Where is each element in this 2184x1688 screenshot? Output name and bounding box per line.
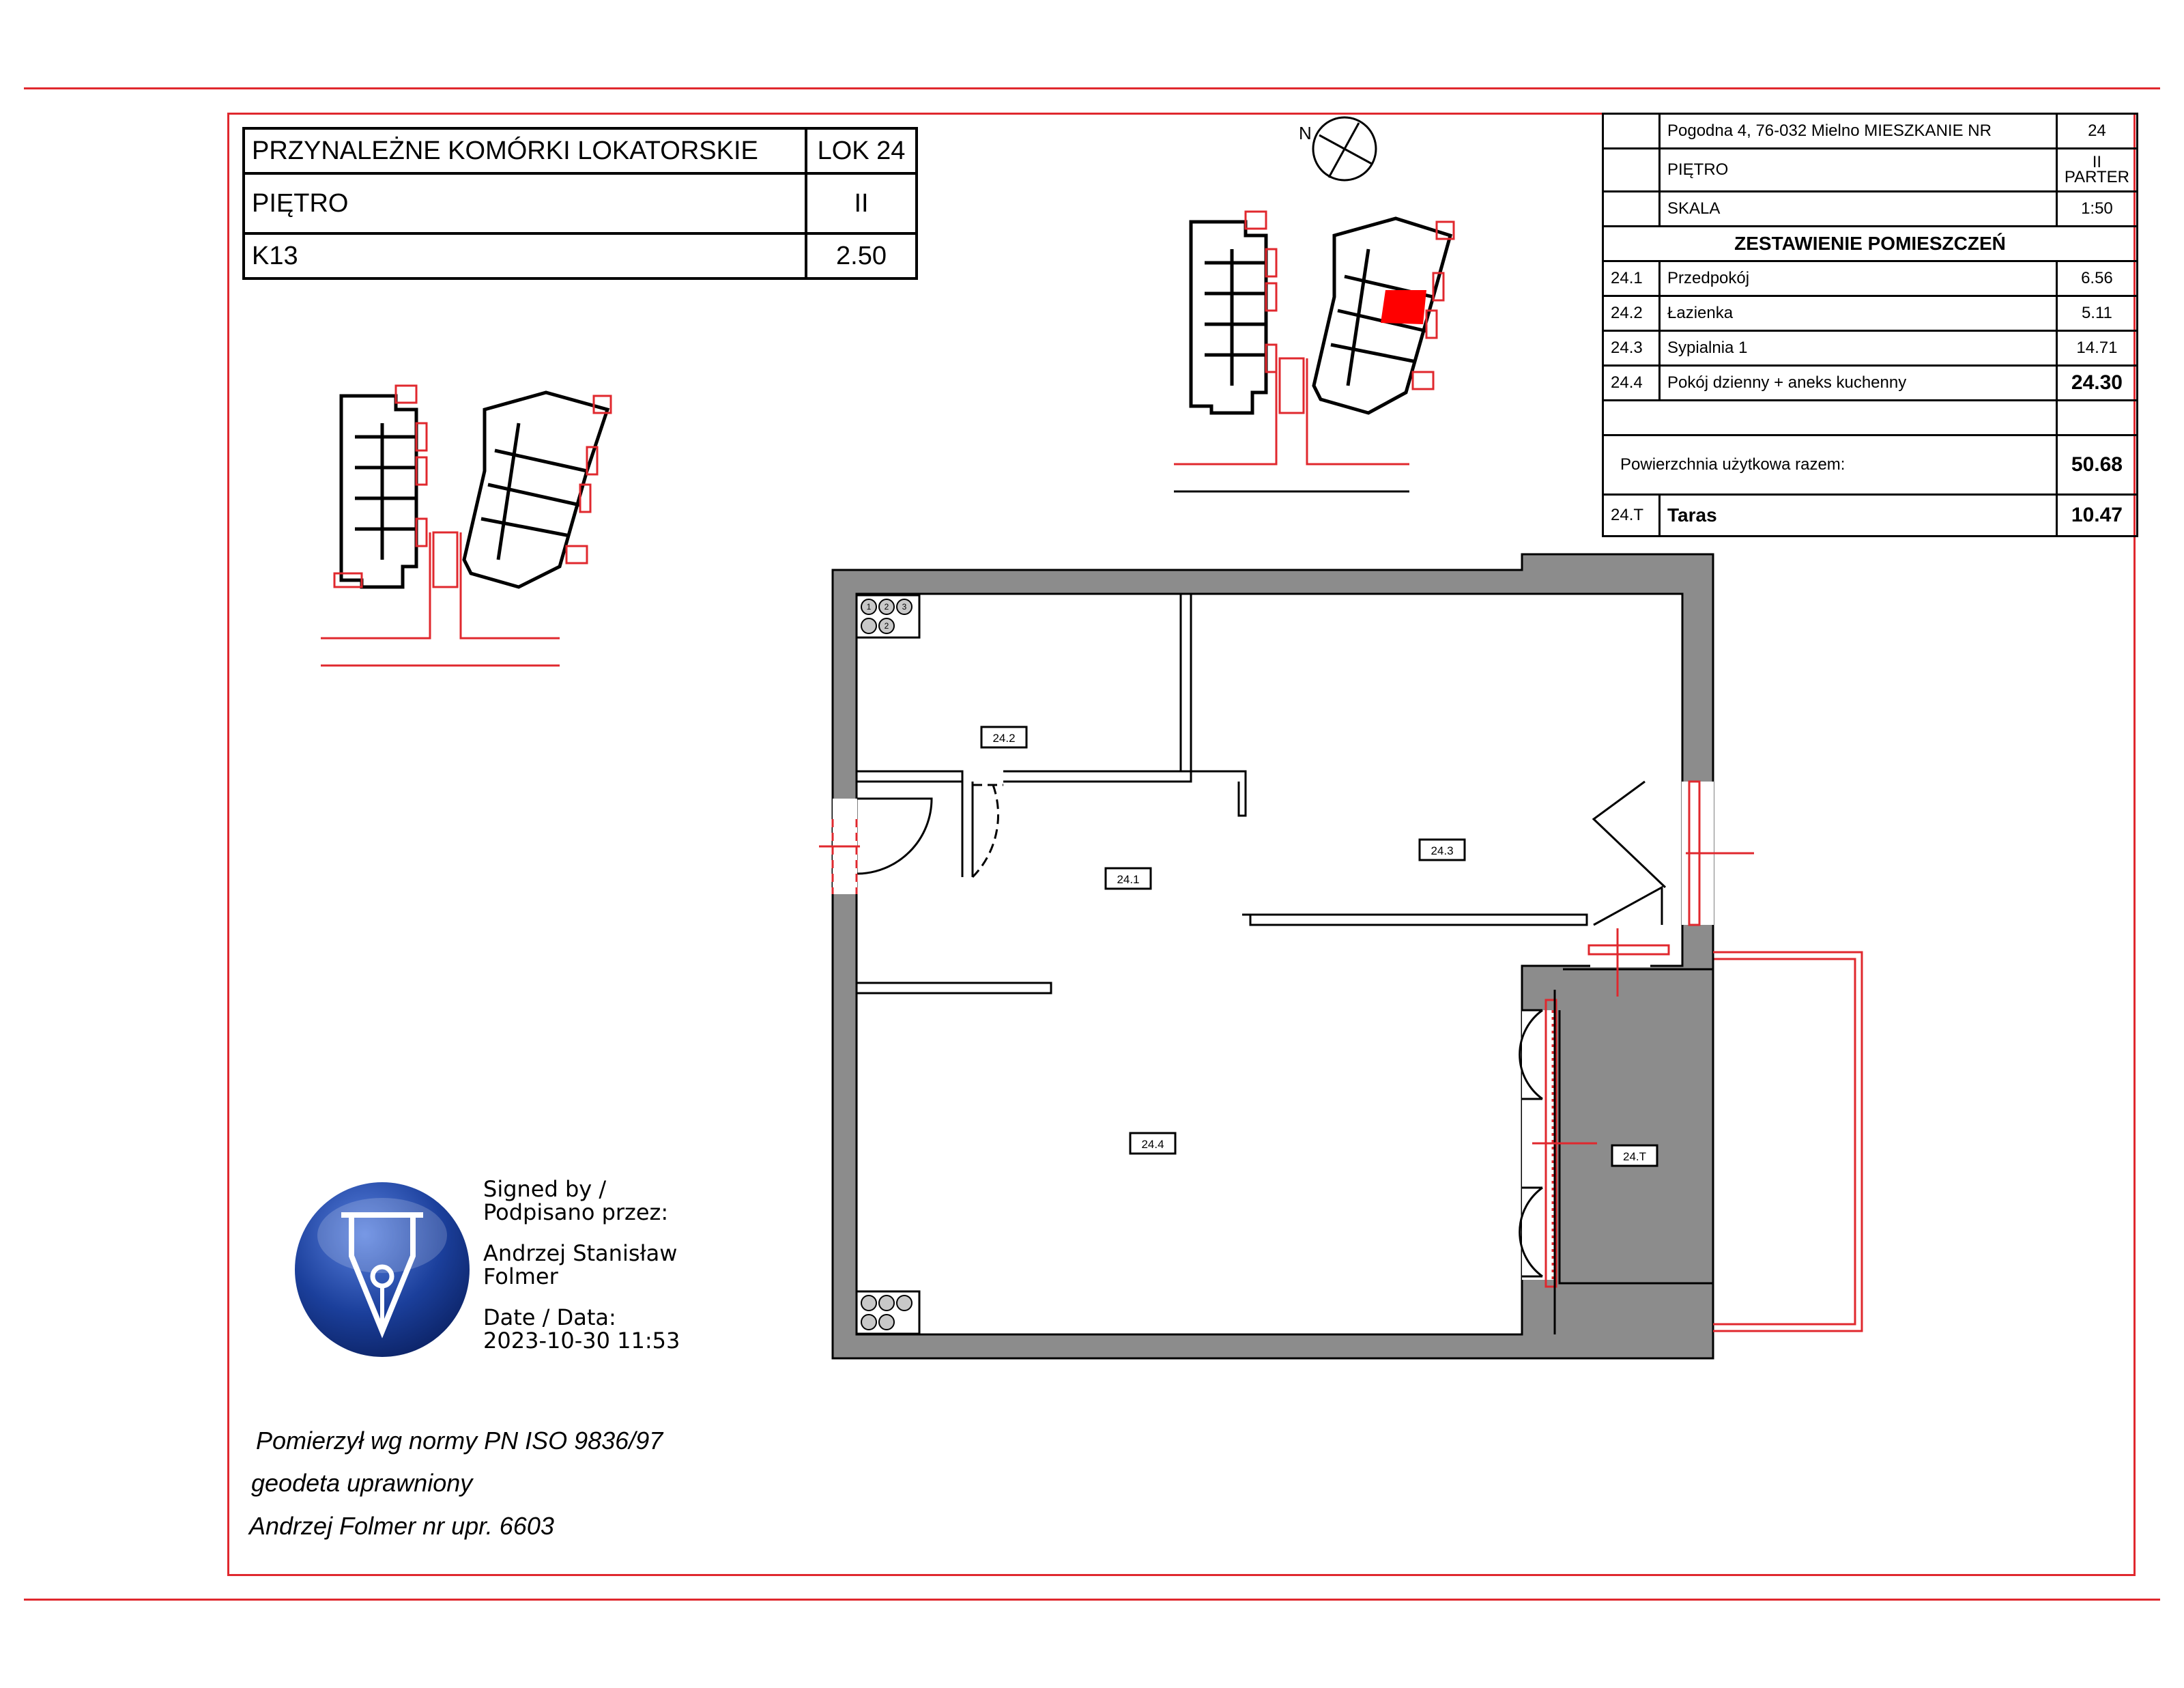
room-schedule-table: Pogodna 4, 76-032 Mielno MIESZKANIE NR 2… (1602, 113, 2139, 537)
scale-label: SKALA (1658, 190, 2058, 227)
info-empty-cell (1602, 147, 1661, 192)
drawing-frame (227, 113, 2136, 1576)
total-value: 50.68 (2055, 434, 2139, 496)
signed-by-label: Signed by / (483, 1176, 607, 1202)
date-label: Date / Data: (483, 1304, 616, 1330)
room-area: 14.71 (2055, 330, 2139, 367)
room-name: Łazienka (1658, 295, 2058, 332)
storage-header-unit: LOK 24 (805, 127, 918, 175)
floor-value: II PARTER (2055, 147, 2139, 192)
room-number: 24.1 (1602, 260, 1661, 297)
room-area: 6.56 (2055, 260, 2139, 297)
room-area: 24.30 (2055, 364, 2139, 401)
room-row: 24.1 Przedpokój 6.56 (1602, 260, 2139, 297)
signed-by-label-pl: Podpisano przez: (483, 1199, 669, 1225)
signer-name-2: Folmer (483, 1263, 558, 1289)
room-name: Sypialnia 1 (1658, 330, 2058, 367)
scale-value: 1:50 (2055, 190, 2139, 227)
compass: N (1293, 115, 1389, 190)
site-plan-top (1174, 210, 1455, 493)
room-label-24-3: 24.3 (1431, 844, 1453, 857)
address-label: Pogodna 4, 76-032 Mielno MIESZKANIE NR (1658, 113, 2058, 149)
hob-icon-bottom (855, 1290, 921, 1335)
hob-icon-top (855, 594, 921, 639)
top-border-line (24, 87, 2160, 89)
highlighted-unit (1381, 290, 1426, 324)
floor-label: PIĘTRO (1658, 147, 2058, 192)
storage-cell-value: 2.50 (805, 232, 918, 280)
signature-seal-icon (290, 1177, 474, 1362)
floor-value-1: II (2092, 153, 2102, 171)
room-label-24-t: 24.T (1623, 1150, 1646, 1163)
hob-number: 3 (902, 602, 907, 612)
room-row: 24.2 Łazienka 5.11 (1602, 295, 2139, 332)
room-row: 24.3 Sypialnia 1 14.71 (1602, 330, 2139, 367)
room-name: Pokój dzienny + aneks kuchenny (1658, 364, 2058, 401)
floor-value-2: PARTER (2064, 168, 2129, 186)
info-empty-cell (2055, 399, 2139, 436)
apartment-number: 24 (2055, 113, 2139, 149)
date-value: 2023-10-30 11:53 (483, 1328, 680, 1354)
schedule-heading: ZESTAWIENIE POMIESZCZEŃ (1602, 225, 2138, 262)
room-number: 24.2 (1602, 295, 1661, 332)
room-label-24-1: 24.1 (1117, 873, 1139, 886)
room-number: 24.3 (1602, 330, 1661, 367)
terrace-number: 24.T (1602, 493, 1661, 537)
total-label: Powierzchnia użytkowa razem: (1602, 434, 2058, 496)
hob-number: 1 (867, 602, 872, 612)
info-empty-cell (1602, 399, 2058, 436)
hob-number: 2 (885, 621, 889, 631)
compass-rose-icon (1312, 116, 1377, 182)
floor-plan: 2 3 1 2 24.2 24.1 24.3 24.4 24.T (819, 553, 1863, 1360)
signer-name-1: Andrzej Stanisław (483, 1240, 678, 1266)
info-empty-cell (1602, 113, 1661, 149)
storage-cell-label: K13 (242, 232, 807, 280)
bottom-border-line (24, 1599, 2160, 1601)
room-label-24-2: 24.2 (992, 732, 1015, 745)
terrace-area: 10.47 (2055, 493, 2139, 537)
storage-header-label: PRZYNALEŻNE KOMÓRKI LOKATORSKIE (242, 127, 807, 175)
storage-floor-label: PIĘTRO (242, 172, 807, 235)
room-row: 24.4 Pokój dzienny + aneks kuchenny 24.3… (1602, 364, 2139, 401)
room-label-24-4: 24.4 (1141, 1138, 1164, 1151)
info-empty-cell (1602, 190, 1661, 227)
room-area: 5.11 (2055, 295, 2139, 332)
surveyor-line-3: Andrzej Folmer nr upr. 6603 (249, 1512, 554, 1540)
hob-number: 2 (885, 602, 889, 612)
surveyor-line-1: Pomierzył wg normy PN ISO 9836/97 (256, 1427, 663, 1455)
surveyor-line-2: geodeta uprawniony (251, 1469, 473, 1497)
storage-table: PRZYNALEŻNE KOMÓRKI LOKATORSKIE LOK 24 P… (242, 127, 918, 280)
room-number: 24.4 (1602, 364, 1661, 401)
compass-north-label: N (1299, 123, 1312, 143)
terrace-name: Taras (1658, 493, 2058, 537)
storage-floor-value: II (805, 172, 918, 235)
room-name: Przedpokój (1658, 260, 2058, 297)
signature-block: Signed by / Podpisano przez: Andrzej Sta… (483, 1177, 680, 1352)
site-plan-left (321, 384, 612, 667)
